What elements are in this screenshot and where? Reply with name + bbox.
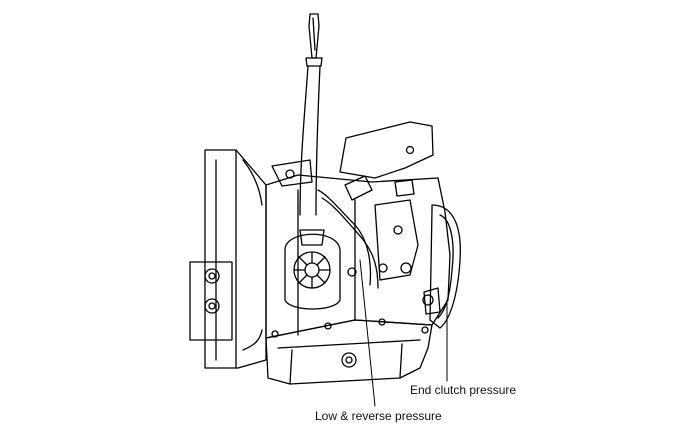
low-reverse-pressure-label: Low & reverse pressure (315, 409, 442, 423)
oil-pan (265, 318, 433, 385)
transaxle-case (265, 174, 451, 339)
mount-bracket (189, 261, 233, 341)
sensor-unit (284, 229, 341, 310)
dipstick (299, 13, 323, 216)
end-clutch-pressure-label: End clutch pressure (410, 383, 516, 397)
low-reverse-leader (359, 259, 376, 407)
side-cover (422, 204, 461, 329)
wire-harness (317, 175, 415, 289)
top-bracket (271, 121, 434, 187)
leader-lines (359, 259, 448, 407)
bell-housing (204, 149, 267, 369)
